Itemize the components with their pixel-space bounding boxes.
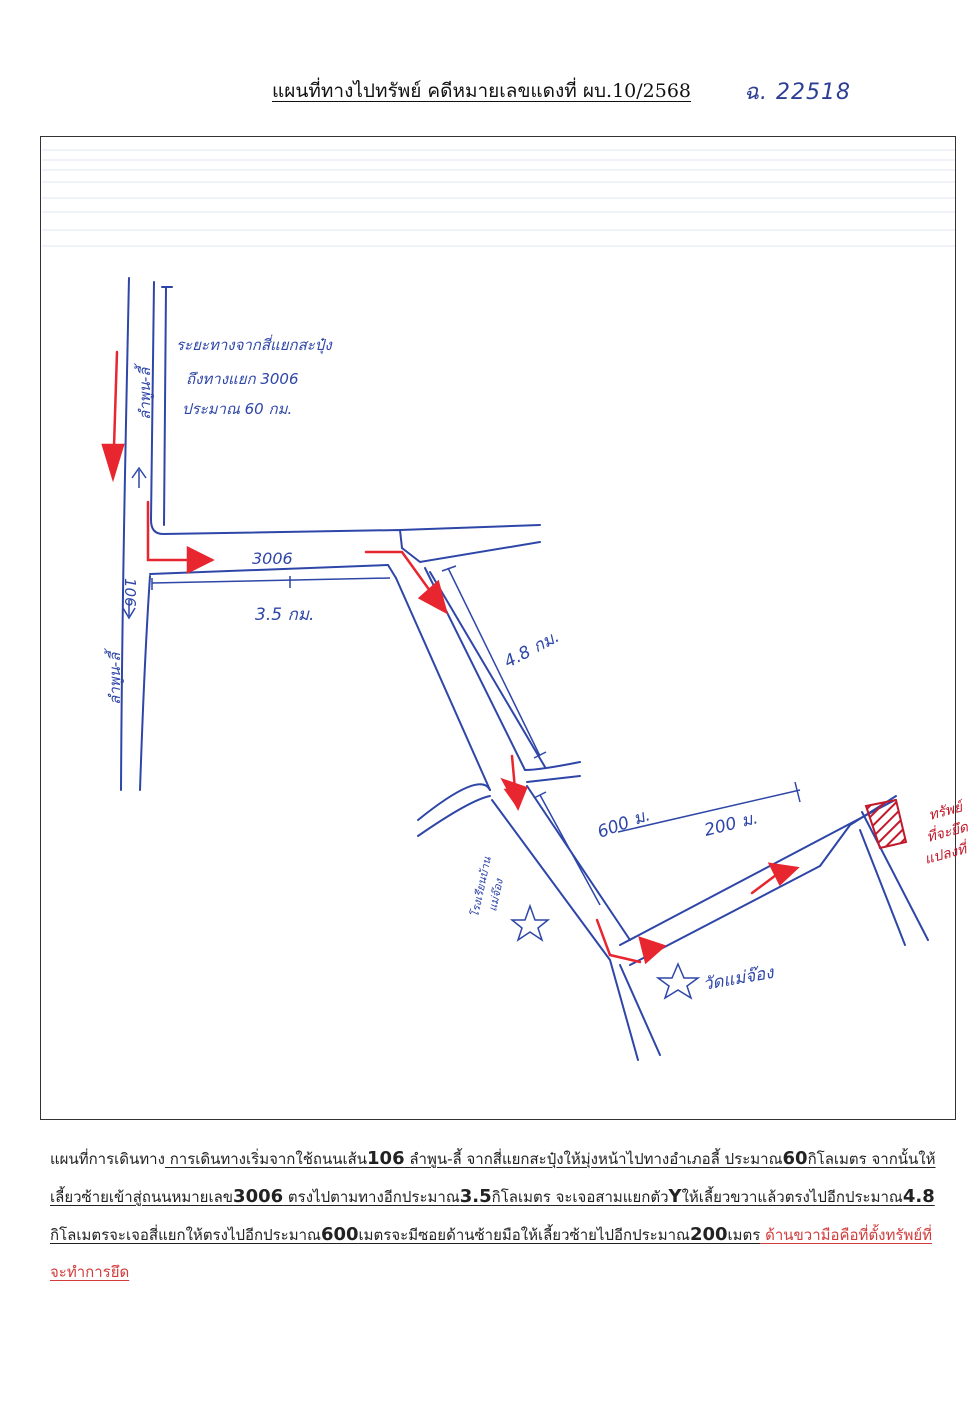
description-part: ด้านขวามือคือที่ตั้งทรัพย์ที่จะทำการยึด	[50, 1226, 933, 1281]
road-106-north-label: ลำพูน-ลี้	[134, 362, 154, 420]
description-part: 3006	[233, 1186, 284, 1207]
dimension-lines	[151, 565, 801, 906]
description-part: 4.8	[902, 1186, 935, 1207]
map-frame	[40, 136, 956, 1120]
description-part: Y	[668, 1186, 682, 1207]
road-106-label: 106	[121, 578, 139, 607]
description-lead: แผนที่การเดินทาง	[50, 1150, 165, 1168]
dist-3-5-label: 3.5 กม.	[255, 605, 314, 625]
dist-600-label: 600 ม.	[595, 805, 653, 842]
description-part: 60	[782, 1148, 808, 1169]
description-part: ลำพูน-ลี้ จากสี่แยกสะปุ๋งให้มุ่งหน้าไปทา…	[404, 1150, 783, 1168]
arrow-head-1	[101, 443, 125, 483]
road-106-south-label: ลำพูน-ลี้	[104, 647, 124, 705]
arrow-head-4b	[500, 777, 528, 811]
description-part: กิโลเมตร จากนั้นให้เลี้ยวซ้ายเข้าสู่ถนนห…	[50, 1150, 936, 1206]
map-labels: ลำพูน-ลี้ 106 ลำพูน-ลี้ ระยะทางจากสี่แยก…	[104, 334, 777, 995]
road-3006-label: 3006	[252, 549, 293, 568]
temple-star-icon	[655, 962, 701, 1000]
description-part: เมตร	[727, 1226, 761, 1244]
school-star-icon	[509, 903, 551, 942]
arrow-head-5	[638, 936, 667, 965]
road-diagonal	[395, 567, 581, 837]
description-part: การเดินทางเริ่มจากใช้ถนนเส้น	[164, 1150, 368, 1168]
road-106	[120, 277, 403, 791]
description-part: 3.5	[459, 1186, 492, 1207]
description-body: การเดินทางเริ่มจากใช้ถนนเส้น106 ลำพูน-ลี…	[50, 1148, 936, 1281]
arrow-head-3	[417, 579, 448, 615]
property-labels: ทรัพย์ ที่จะยึด แปลงที่	[922, 798, 971, 868]
description-part: กิโลเมตรจะเจอสี่แยกให้ตรงไปอีกประมาณ	[50, 1226, 321, 1244]
description-part: ให้เลี้ยวขวาแล้วตรงไปอีกประมาณ	[681, 1188, 903, 1206]
handwritten-title-note: ฉ. 22518	[744, 80, 851, 105]
route-description: แผนที่การเดินทาง การเดินทางเริ่มจากใช้ถน…	[50, 1140, 940, 1291]
description-part: กิโลเมตร จะเจอสามแยกตัว	[491, 1188, 669, 1206]
description-part: ตรงไปตามทางอีกประมาณ	[283, 1188, 460, 1206]
lane-arrows	[122, 466, 147, 620]
page-title: แผนที่ทางไปทรัพย์ คดีหมายเลขแดงที่ ผบ.10…	[272, 80, 692, 102]
road-south	[491, 785, 661, 1061]
arrow-head-6	[767, 862, 800, 887]
description-part: 200	[689, 1224, 728, 1245]
temple-label: วัดแม่จ๊อง	[701, 963, 776, 995]
distance-note-line-2: ถึงทางแยก 3006	[186, 370, 299, 388]
description-part: 106	[367, 1148, 405, 1169]
dist-200-label: 200 ม.	[702, 808, 760, 841]
dist-4-8-label: 4.8 กม.	[501, 627, 563, 673]
description-part: เมตรจะมีซอยด้านซ้ายมือให้เลี้ยวซ้ายไปอีก…	[358, 1226, 690, 1244]
landmark-stars	[509, 903, 701, 1000]
arrow-head-2	[186, 545, 215, 575]
school-label-line-2: แม่จ๊อง	[486, 876, 506, 912]
background-lines	[42, 149, 955, 247]
route-arrows	[101, 350, 800, 965]
distance-note-line-1: ระยะทางจากสี่แยกสะปุ๋ง	[176, 334, 333, 354]
distance-note-line-3: ประมาณ 60 กม.	[182, 400, 292, 418]
property-marker	[864, 798, 908, 850]
description-part: 600	[320, 1224, 359, 1245]
